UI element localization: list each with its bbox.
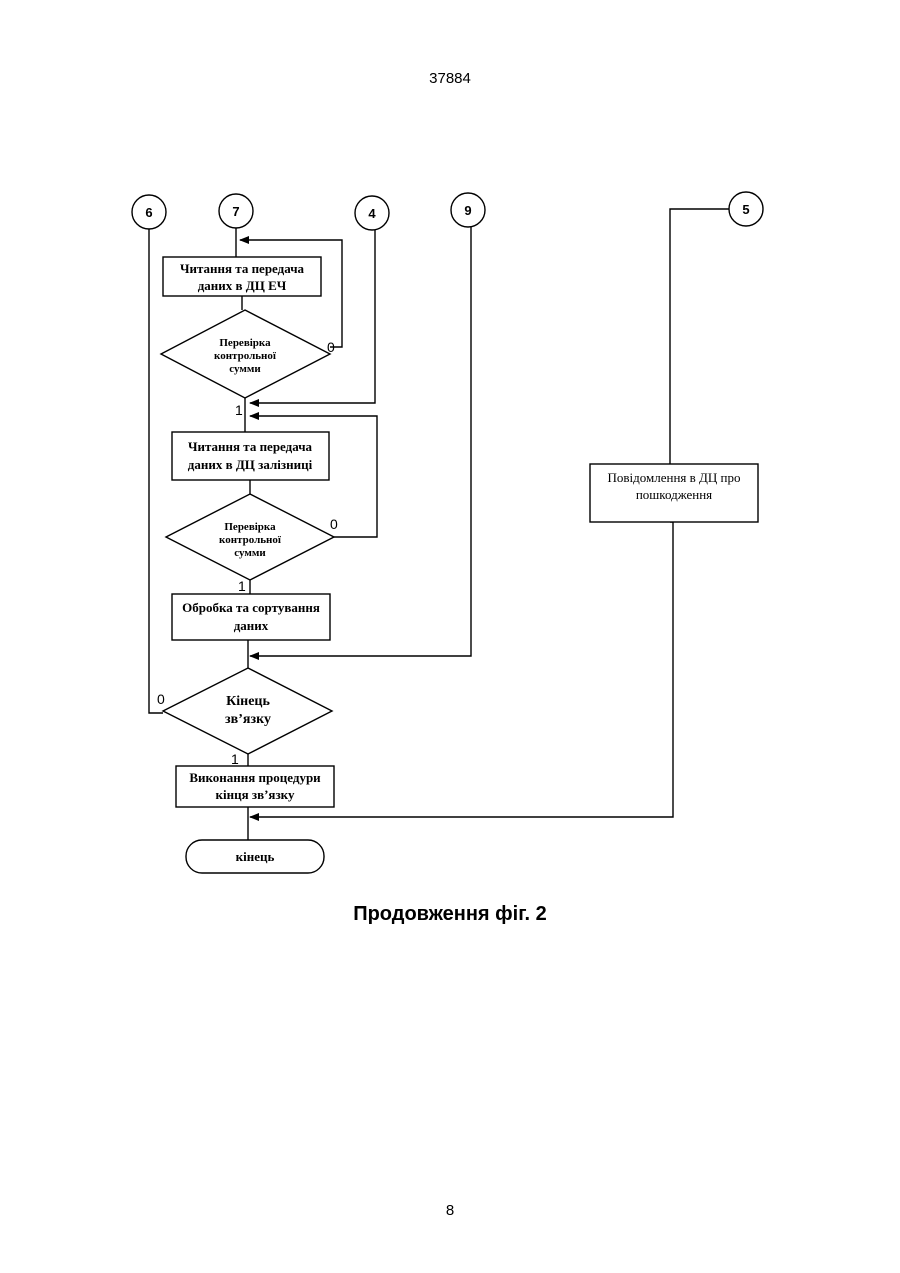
connector-9-label: 9	[464, 203, 471, 218]
terminator-end: кінець	[186, 840, 324, 873]
branch-end-conn-yes: 1	[231, 751, 239, 767]
diamond-end-connection-line2: зв’язку	[225, 712, 271, 727]
flow-line-5	[670, 209, 729, 464]
figure-caption: Продовження фіг. 2	[0, 903, 900, 926]
diamond-end-connection-line1: Кінець	[226, 694, 270, 709]
connector-6-label: 6	[145, 205, 152, 220]
box-read-ech-line2: даних в ДЦ ЕЧ	[198, 278, 287, 293]
box-read-rail-line2: даних в ДЦ залізниці	[188, 457, 313, 472]
box-end-procedure: Виконання процедури кінця зв’язку	[176, 766, 334, 807]
diamond-checksum-1: Перевірка контрольної сумми	[161, 310, 330, 398]
connector-4-label: 4	[368, 206, 376, 221]
page-number: 8	[0, 1202, 900, 1219]
connector-9: 9	[451, 193, 485, 227]
connector-7-label: 7	[232, 204, 239, 219]
box-process: Обробка та сортування даних	[172, 594, 330, 640]
box-read-ech-line1: Читання та передача	[180, 261, 305, 276]
diamond-checksum-2: Перевірка контрольної сумми	[166, 494, 334, 580]
connector-5-label: 5	[742, 202, 749, 217]
box-process-line2: даних	[234, 618, 269, 633]
branch-checksum2-yes: 1	[238, 578, 246, 594]
box-damage-message: Повідомлення в ДЦ про пошкодження	[590, 464, 758, 522]
diamond-checksum-1-line2: контрольної	[214, 350, 277, 362]
branch-checksum1-yes: 1	[235, 402, 243, 418]
connector-5: 5	[729, 192, 763, 226]
box-damage-message-line2: пошкодження	[636, 487, 712, 502]
connector-7: 7	[219, 194, 253, 228]
diamond-checksum-2-line1: Перевірка	[224, 521, 276, 533]
branch-end-conn-no: 0	[157, 691, 165, 707]
box-end-procedure-line1: Виконання процедури	[189, 770, 321, 785]
diamond-checksum-2-line2: контрольної	[219, 534, 282, 546]
connector-4: 4	[355, 196, 389, 230]
box-process-line1: Обробка та сортування	[182, 600, 320, 615]
diamond-checksum-1-line1: Перевірка	[219, 337, 271, 349]
connector-6: 6	[132, 195, 166, 229]
box-read-rail-line1: Читання та передача	[188, 439, 313, 454]
diamond-end-connection: Кінець зв’язку	[163, 668, 332, 754]
branch-checksum2-no: 0	[330, 516, 338, 532]
box-end-procedure-line2: кінця зв’язку	[215, 787, 295, 802]
terminator-end-label: кінець	[236, 849, 275, 864]
box-read-ech: Читання та передача даних в ДЦ ЕЧ	[163, 257, 321, 296]
diamond-checksum-1-line3: сумми	[229, 363, 261, 375]
flow-line-6	[149, 229, 163, 713]
diamond-checksum-2-line3: сумми	[234, 547, 266, 559]
branch-checksum1-no: 0	[327, 339, 335, 355]
box-damage-message-line1: Повідомлення в ДЦ про	[608, 470, 741, 485]
box-read-rail: Читання та передача даних в ДЦ залізниці	[172, 432, 329, 480]
